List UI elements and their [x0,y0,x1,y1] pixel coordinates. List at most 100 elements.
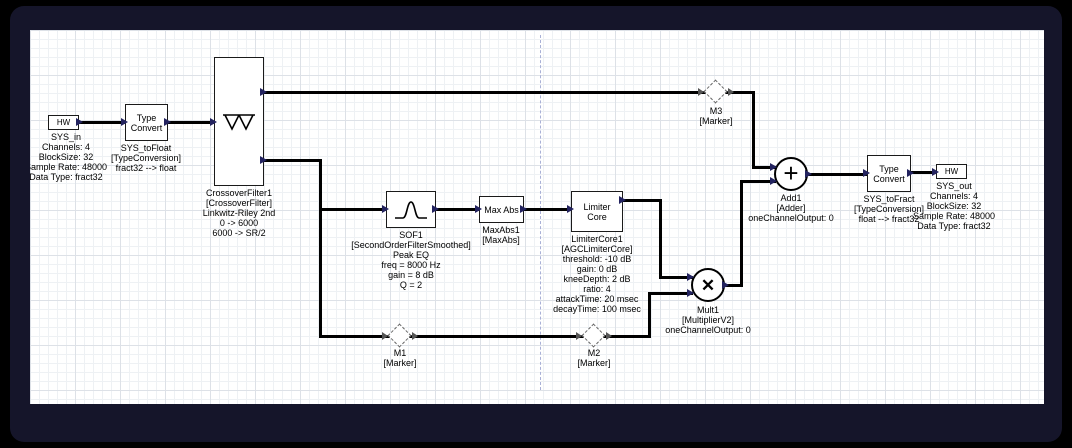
label-line: oneChannelOutput: 0 [665,325,751,335]
label-line: gain = 8 dB [388,270,434,280]
block-label: SYS_toFract[TypeConversion]float --> fra… [854,194,924,224]
label-line: Data Type: fract32 [30,172,103,182]
label-line: Type [879,163,899,174]
block-crossover-filter[interactable] [214,57,264,186]
label-line: Sample Rate: 48000 [912,211,996,221]
input-pin-icon [567,205,574,213]
label-line: [SecondOrderFilterSmoothed] [351,240,471,250]
marker-pin-icon [728,88,734,96]
input-pin-icon [770,163,777,171]
block-sof-filter[interactable] [386,191,436,228]
label-line: M1 [393,348,407,358]
label-line: Type [136,112,157,123]
wire-segment [168,121,214,124]
label-line: BlockSize: 32 [926,201,982,211]
label-line: SYS_toFloat [120,143,172,153]
output-pin-icon [520,205,527,213]
partition-divider [540,35,541,390]
wire-segment [436,208,479,211]
wire-segment [319,208,386,211]
label-line: LimiterCore1 [571,234,623,244]
input-pin-icon [382,205,389,213]
wire-segment [911,171,936,174]
label-line: SOF1 [399,230,423,240]
input-pin-icon [121,118,128,126]
input-pin-icon [770,177,777,185]
wire-segment [740,180,743,287]
block-label: LimiterCore1[AGCLimiterCore]threshold: -… [553,234,641,314]
output-pin-icon [432,205,439,213]
label-line: threshold: -10 dB [562,254,632,264]
label-line: Max Abs [484,204,519,215]
wire-segment [659,276,693,279]
block-hw-input[interactable]: HW [48,115,79,130]
wire-segment [808,173,867,176]
output-pin-icon [164,118,171,126]
block-label: Add1[Adder]oneChannelOutput: 0 [748,193,834,223]
label-line: ratio: 4 [583,284,611,294]
multiplier-block[interactable]: ✕ [691,268,725,302]
label-line: float --> fract32 [858,214,920,224]
block-label: Mult1[MultiplierV2]oneChannelOutput: 0 [665,305,751,335]
label-line: kneeDepth: 2 dB [563,274,631,284]
label-line: Channels: 4 [929,191,979,201]
marker-m2[interactable] [581,323,606,348]
marker-label: M1[Marker] [383,348,416,368]
label-line: [Marker] [699,116,733,126]
label-line: Q = 2 [399,280,423,290]
marker-m3[interactable] [703,79,728,104]
label-line: [TypeConversion] [853,204,925,214]
block-text: Max Abs [484,205,519,215]
wire-segment [648,292,693,295]
block-hw-output[interactable]: HW [936,164,967,179]
block-maxabs[interactable]: Max Abs [479,196,524,223]
block-label: MaxAbs1[MaxAbs] [482,225,520,245]
label-line: [AGCLimiterCore] [561,244,633,254]
label-line: Convert [873,173,905,184]
input-pin-icon [210,118,217,126]
marker-m1[interactable] [387,323,412,348]
output-pin-icon [722,281,729,289]
label-line: fract32 --> float [115,163,177,173]
label-line: CrossoverFilter1 [205,188,272,198]
label-line: decayTime: 100 msec [553,304,641,314]
marker-pin-icon [382,332,388,340]
wire-segment [740,180,776,183]
marker-label: M3[Marker] [699,106,732,126]
label-line: Linkwitz-Riley 2nd [202,208,276,218]
label-line: [MultiplierV2] [681,315,735,325]
label-line: Channels: 4 [41,142,91,152]
label-line: [Marker] [577,358,611,368]
label-line: SYS_out [936,181,972,191]
label-line: attackTime: 20 msec [555,294,639,304]
label-line: Limiter [583,201,611,212]
wire-segment [659,199,662,279]
marker-pin-icon [576,332,582,340]
label-line: Convert [130,122,163,133]
output-pin-icon [76,118,83,126]
hw-label: HW [56,117,71,127]
label-line: gain: 0 dB [576,264,618,274]
output-pin-icon [260,156,267,164]
output-pin-icon [907,169,914,177]
label-line: M2 [587,348,601,358]
input-pin-icon [475,205,482,213]
label-line: [TypeConversion] [110,153,182,163]
label-line: [Marker] [383,358,417,368]
wire-segment [725,284,743,287]
adder-block[interactable]: + [774,157,808,191]
input-pin-icon [687,289,694,297]
label-line: oneChannelOutput: 0 [748,213,834,223]
label-line: BlockSize: 32 [38,152,94,162]
label-line: 6000 -> SR/2 [212,228,266,238]
label-line: Peak EQ [392,250,430,260]
